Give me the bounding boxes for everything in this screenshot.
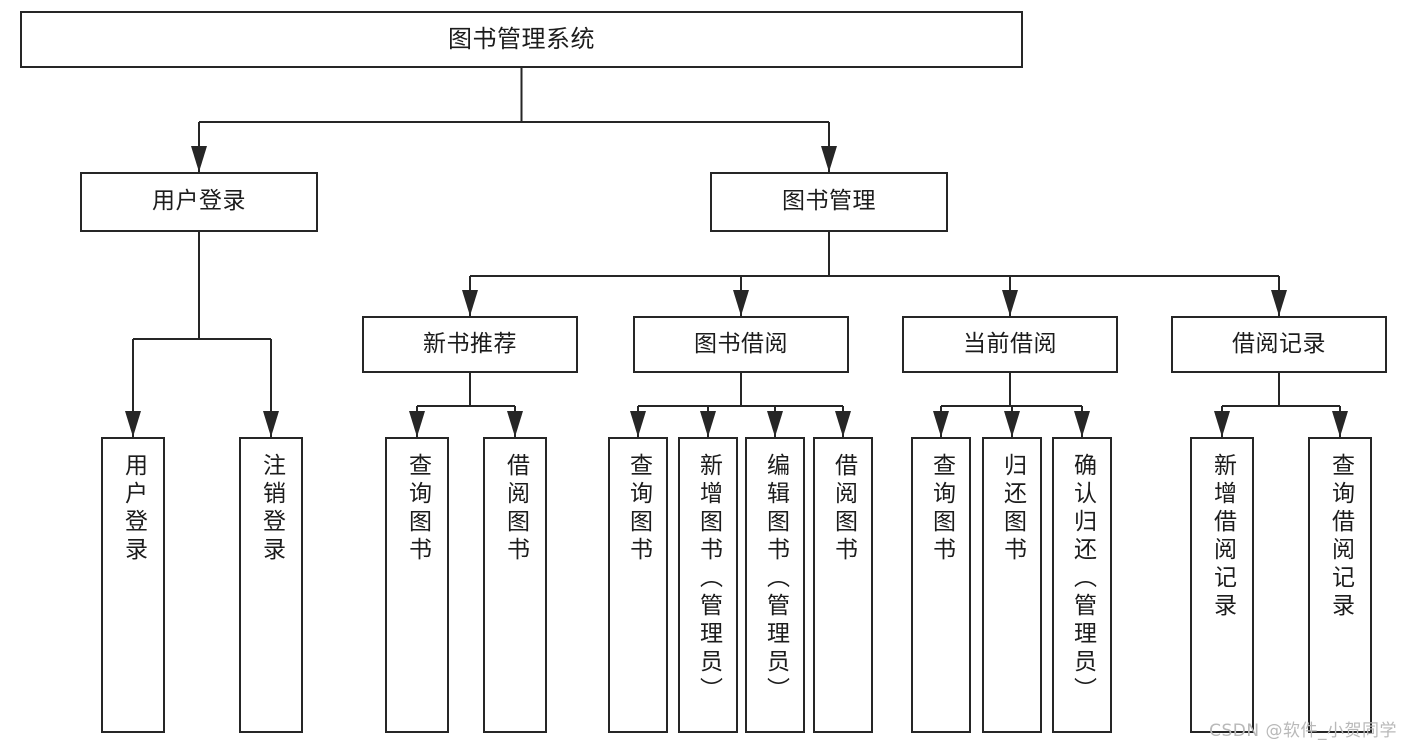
connector-arrowhead [630, 411, 646, 437]
node-label: 查询图书 [928, 453, 955, 565]
node-current[interactable]: 当前借阅 [902, 316, 1118, 373]
node-leaf-bor-3[interactable]: 编辑图书（管理员） [745, 437, 805, 733]
node-label: 归还图书 [999, 453, 1026, 565]
connector-arrowhead [191, 146, 207, 172]
node-leaf-bor-4[interactable]: 借阅图书 [813, 437, 873, 733]
node-label: 借阅记录 [1232, 330, 1326, 357]
node-leaf-bor-1[interactable]: 查询图书 [608, 437, 668, 733]
node-leaf-cur-2[interactable]: 归还图书 [982, 437, 1042, 733]
node-label: 当前借阅 [963, 330, 1057, 357]
node-label: 用户登录 [152, 188, 246, 215]
node-leaf-login-1[interactable]: 用户登录 [101, 437, 165, 733]
node-label: 借阅图书 [502, 453, 529, 565]
node-bookmgmt[interactable]: 图书管理 [710, 172, 948, 232]
node-login[interactable]: 用户登录 [80, 172, 318, 232]
connector-arrowhead [1004, 411, 1020, 437]
connector-arrowhead [700, 411, 716, 437]
connector-arrowhead [462, 290, 478, 316]
node-label: 查询借阅记录 [1327, 453, 1354, 621]
connector-arrowhead [409, 411, 425, 437]
node-label: 图书借阅 [694, 330, 788, 357]
connector-arrowhead [1002, 290, 1018, 316]
node-leaf-new-1[interactable]: 查询图书 [385, 437, 449, 733]
node-leaf-cur-3[interactable]: 确认归还（管理员） [1052, 437, 1112, 733]
node-label: 用户登录 [120, 453, 147, 565]
node-label: 编辑图书（管理员） [762, 453, 789, 705]
connector-arrowhead [507, 411, 523, 437]
connector-arrowhead [767, 411, 783, 437]
node-root[interactable]: 图书管理系统 [20, 11, 1023, 68]
connector-arrowhead [1214, 411, 1230, 437]
node-label: 新增图书（管理员） [695, 453, 722, 705]
node-leaf-cur-1[interactable]: 查询图书 [911, 437, 971, 733]
node-records[interactable]: 借阅记录 [1171, 316, 1387, 373]
node-leaf-new-2[interactable]: 借阅图书 [483, 437, 547, 733]
node-label: 图书管理系统 [448, 25, 595, 54]
connector-arrowhead [933, 411, 949, 437]
node-leaf-bor-2[interactable]: 新增图书（管理员） [678, 437, 738, 733]
node-newbook[interactable]: 新书推荐 [362, 316, 578, 373]
node-label: 查询图书 [404, 453, 431, 565]
watermark-text: CSDN @软件_小贺同学 [1209, 721, 1397, 741]
node-label: 确认归还（管理员） [1069, 453, 1096, 705]
connector-arrowhead [821, 146, 837, 172]
node-label: 图书管理 [782, 188, 876, 215]
connector-arrowhead [1074, 411, 1090, 437]
connector-arrowhead [125, 411, 141, 437]
node-label: 新增借阅记录 [1209, 453, 1236, 621]
node-label: 借阅图书 [830, 453, 857, 565]
node-label: 新书推荐 [423, 330, 517, 357]
connector-arrowhead [733, 290, 749, 316]
node-label: 注销登录 [258, 453, 285, 565]
node-borrow[interactable]: 图书借阅 [633, 316, 849, 373]
node-leaf-login-2[interactable]: 注销登录 [239, 437, 303, 733]
connector-arrowhead [1332, 411, 1348, 437]
node-leaf-rec-1[interactable]: 新增借阅记录 [1190, 437, 1254, 733]
connector-arrowhead [835, 411, 851, 437]
node-label: 查询图书 [625, 453, 652, 565]
connector-arrowhead [1271, 290, 1287, 316]
connector-arrowhead [263, 411, 279, 437]
node-leaf-rec-2[interactable]: 查询借阅记录 [1308, 437, 1372, 733]
